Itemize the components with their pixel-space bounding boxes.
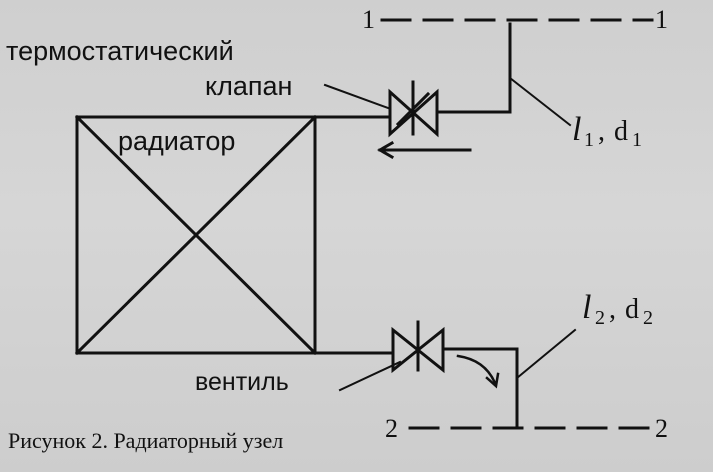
label-pipe2-l: l: [582, 289, 591, 326]
leader-l1-d1: [508, 76, 572, 127]
label-pipe2-comma: ,: [609, 294, 616, 325]
supply-pipe-right: [435, 22, 512, 114]
label-pipe2-d: d: [625, 294, 639, 325]
radiator-box: [75, 115, 317, 355]
shutoff-valve-symbol: [391, 320, 445, 374]
thermostatic-valve-symbol: [388, 80, 439, 138]
leader-l2-d2: [515, 328, 577, 380]
label-pipe2-d-sub: 2: [643, 307, 653, 329]
figure-caption: Рисунок 2. Радиаторный узел: [8, 428, 284, 453]
label-thermostatic-line2: клапан: [205, 71, 292, 101]
leader-valve: [338, 360, 402, 392]
label-line2-right: 2: [655, 414, 668, 443]
label-pipe1: l 1 , d 1: [572, 111, 642, 151]
flow-arrow-head: [377, 140, 395, 160]
label-pipe2-l-sub: 2: [595, 307, 605, 329]
label-line1-left: 1: [362, 5, 375, 34]
label-valve: вентиль: [195, 368, 289, 396]
label-pipe1-l: l: [572, 111, 581, 148]
valve-curved-arrow: [456, 354, 497, 385]
label-pipe1-comma: ,: [598, 116, 605, 147]
label-line2-left: 2: [385, 414, 398, 443]
radiator-diagonal-2: [74, 114, 318, 356]
label-pipe1-l-sub: 1: [584, 129, 594, 151]
label-pipe1-d-sub: 1: [632, 129, 642, 151]
label-line1-right: 1: [655, 5, 668, 34]
valve-curved-arrow-head: [485, 372, 500, 389]
label-pipe1-d: d: [614, 116, 628, 147]
label-thermostatic-line1: термостатический: [6, 36, 234, 66]
leader-thermostatic: [323, 83, 390, 110]
label-radiator: радиатор: [118, 126, 235, 156]
return-pipe-right: [441, 347, 519, 427]
label-pipe2: l 2 , d 2: [582, 289, 653, 329]
